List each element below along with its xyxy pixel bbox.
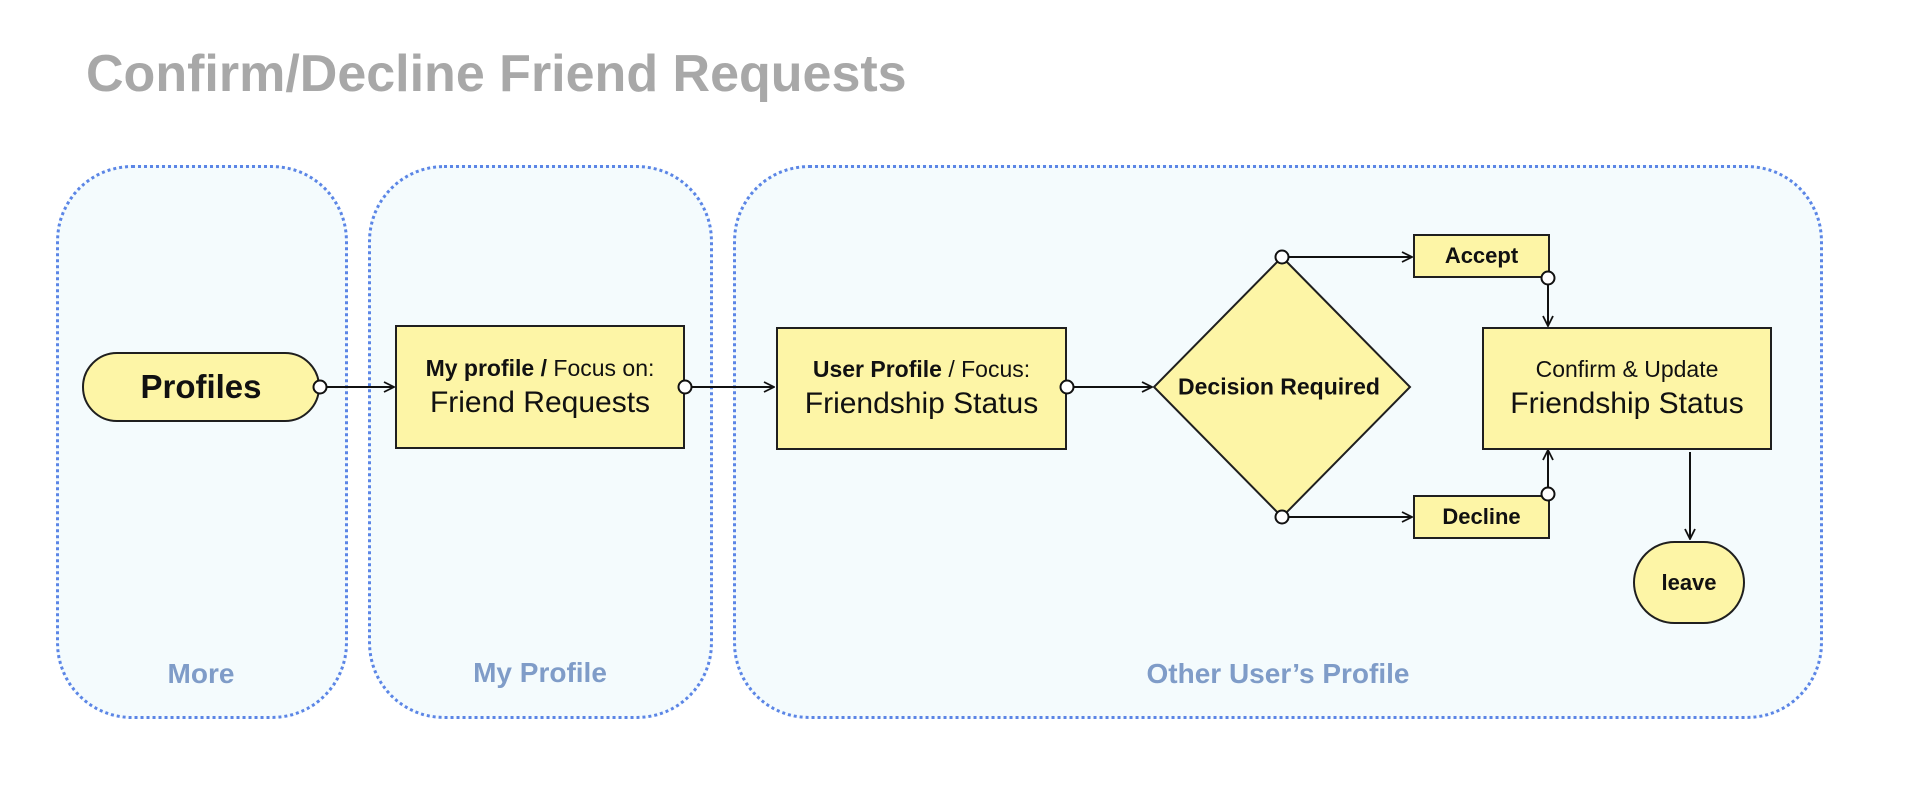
port-my-profile-out [677, 379, 693, 395]
confirm-line2: Friendship Status [1510, 387, 1744, 420]
confirm-line1: Confirm & Update [1535, 356, 1719, 382]
lane-label-more: More [167, 658, 235, 689]
decline-box: Decline [1413, 495, 1550, 539]
confirm-update-box: Confirm & Update Friendship Status [1482, 327, 1772, 450]
decision-label: Decision Required [1178, 373, 1380, 400]
my-profile-sep: / [534, 354, 554, 381]
port-user-profile-out [1059, 379, 1075, 395]
user-profile-focus: Focus: [961, 356, 1031, 382]
my-profile-focus: Focus on: [553, 354, 655, 381]
leave-label: leave [1661, 569, 1717, 595]
leave-terminal: leave [1633, 541, 1745, 624]
port-decline-out [1540, 486, 1556, 502]
user-profile-header: User Profile / Focus: [813, 356, 1030, 383]
my-profile-bold: My profile [425, 354, 535, 381]
port-decision-bottom [1274, 509, 1290, 525]
accept-box: Accept [1413, 234, 1550, 278]
user-profile-bold: User Profile [812, 356, 942, 382]
profiles-terminal: Profiles [82, 352, 320, 422]
my-profile-header: My profile / Focus on: [426, 355, 655, 382]
profiles-label: Profiles [140, 368, 262, 405]
my-profile-box: My profile / Focus on: Friend Requests [395, 325, 685, 449]
user-profile-main: Friendship Status [804, 387, 1039, 420]
decline-label: Decline [1442, 504, 1521, 529]
port-decision-top [1274, 249, 1290, 265]
port-accept-out [1540, 270, 1556, 286]
lane-more [56, 165, 348, 719]
accept-label: Accept [1444, 243, 1519, 268]
lane-label-my-profile: My Profile [473, 657, 607, 688]
lane-label-other-users-profile: Other User’s Profile [1146, 658, 1410, 689]
user-profile-sep: / [941, 356, 962, 382]
port-profiles-out [312, 379, 328, 395]
my-profile-main: Friend Requests [429, 385, 651, 419]
user-profile-box: User Profile / Focus: Friendship Status [776, 327, 1067, 450]
diagram-title: Confirm/Decline Friend Requests [86, 45, 907, 103]
